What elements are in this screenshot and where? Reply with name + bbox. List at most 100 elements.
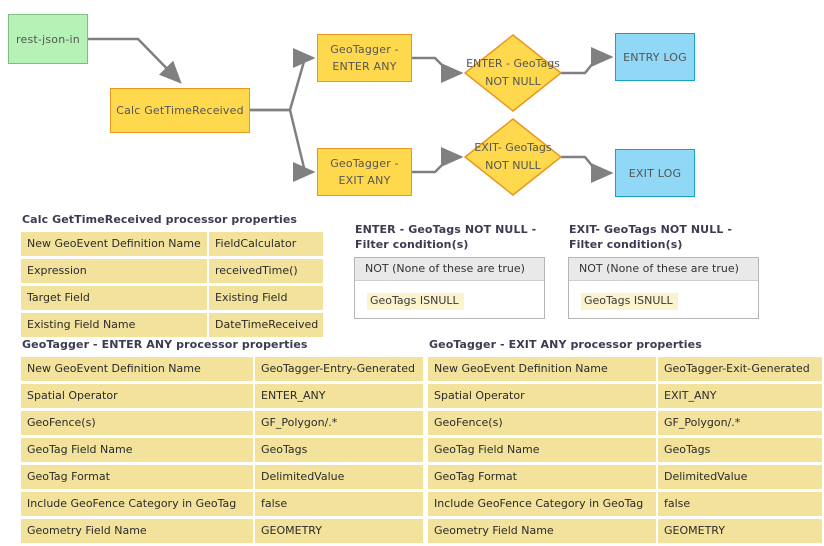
node-enter-geotags-not-null[interactable]: ENTER - GeoTags NOT NULL xyxy=(464,34,562,112)
node-calc-gettimereceived[interactable]: Calc GetTimeReceived xyxy=(110,88,250,133)
property-name-cell: Include GeoFence Category in GeoTag xyxy=(428,492,656,516)
property-value-cell: GeoTags xyxy=(255,438,423,462)
enter-filter-title: ENTER - GeoTags NOT NULL - Filter condit… xyxy=(355,222,545,252)
node-entry-log[interactable]: ENTRY LOG xyxy=(615,33,695,81)
filter-condition-chip[interactable]: GeoTags ISNULL xyxy=(581,293,678,310)
node-label: Calc GetTimeReceived xyxy=(116,104,244,117)
connector-calc-to-enter-tagger xyxy=(250,48,316,112)
node-label-line2: EXIT ANY xyxy=(338,174,391,187)
property-name-cell: New GeoEvent Definition Name xyxy=(21,357,253,381)
node-rest-json-in[interactable]: rest-json-in xyxy=(8,14,88,64)
flow-diagram: rest-json-in Calc GetTimeReceived GeoTag… xyxy=(0,0,824,210)
node-label-line1: ENTER - GeoTags xyxy=(466,57,560,70)
property-value-cell: GF_Polygon/.* xyxy=(255,411,423,435)
exit-filter-title: EXIT- GeoTags NOT NULL - Filter conditio… xyxy=(569,222,759,252)
property-name-cell: New GeoEvent Definition Name xyxy=(428,357,656,381)
connector-exit-filter-to-exit-log xyxy=(561,155,614,183)
filter-condition-chip[interactable]: GeoTags ISNULL xyxy=(367,293,464,310)
property-value-cell: ENTER_ANY xyxy=(255,384,423,408)
connector-enter-filter-to-entry-log xyxy=(561,47,614,75)
node-label-line2: NOT NULL xyxy=(485,75,541,88)
node-geotagger-enter-any[interactable]: GeoTagger - ENTER ANY xyxy=(317,34,412,82)
property-value-cell: DelimitedValue xyxy=(658,465,822,489)
node-geotagger-exit-any[interactable]: GeoTagger - EXIT ANY xyxy=(317,148,412,196)
property-value-cell: GeoTags xyxy=(658,438,822,462)
connector-exit-tagger-to-exit-filter xyxy=(412,147,464,174)
property-name-cell: Include GeoFence Category in GeoTag xyxy=(21,492,253,516)
exit-filter-title-line2: Filter condition(s) xyxy=(569,238,683,251)
exit-filter-card-header: NOT (None of these are true) xyxy=(569,258,758,281)
property-value-cell: false xyxy=(658,492,822,516)
property-value-cell: GEOMETRY xyxy=(255,519,423,543)
property-value-cell: GEOMETRY xyxy=(658,519,822,543)
connector-source-to-calc xyxy=(88,37,182,84)
property-name-cell: Expression xyxy=(21,259,207,283)
exit-filter-card: NOT (None of these are true) GeoTags ISN… xyxy=(568,257,759,319)
exit-filter-card-body: GeoTags ISNULL xyxy=(569,281,758,318)
calc-table-title: Calc GetTimeReceived processor propertie… xyxy=(22,213,298,226)
diamond-shape xyxy=(464,118,562,196)
property-value-cell: false xyxy=(255,492,423,516)
property-name-cell: Geometry Field Name xyxy=(428,519,656,543)
property-name-cell: New GeoEvent Definition Name xyxy=(21,232,207,256)
property-value-cell: GeoTagger-Exit-Generated xyxy=(658,357,822,381)
property-value-cell: DelimitedValue xyxy=(255,465,423,489)
node-label-line1: EXIT- GeoTags xyxy=(474,141,552,154)
property-value-cell: EXIT_ANY xyxy=(658,384,822,408)
property-value-cell: DateTimeReceived xyxy=(209,313,323,337)
property-value-cell: FieldCalculator xyxy=(209,232,323,256)
enter-filter-card: NOT (None of these are true) GeoTags ISN… xyxy=(354,257,545,319)
exit-table-title: GeoTagger - EXIT ANY processor propertie… xyxy=(429,338,702,351)
connector-enter-tagger-to-enter-filter xyxy=(412,56,464,83)
property-name-cell: Geometry Field Name xyxy=(21,519,253,543)
node-label: ENTRY LOG xyxy=(623,50,687,64)
property-value-cell: GF_Polygon/.* xyxy=(658,411,822,435)
node-label-line2: NOT NULL xyxy=(485,159,541,172)
property-value-cell: Existing Field xyxy=(209,286,323,310)
table-row: GeoFence(s)GF_Polygon/.* xyxy=(21,411,423,435)
connector-calc-to-exit-tagger xyxy=(250,108,316,182)
node-label-line2: ENTER ANY xyxy=(332,60,397,73)
diamond-shape xyxy=(464,34,562,112)
node-label-line1: GeoTagger - xyxy=(330,43,399,56)
node-label: EXIT LOG xyxy=(628,166,682,180)
property-value-cell: receivedTime() xyxy=(209,259,323,283)
property-name-cell: GeoFence(s) xyxy=(428,411,656,435)
flow-connectors xyxy=(88,37,614,183)
enter-filter-title-line2: Filter condition(s) xyxy=(355,238,469,251)
enter-filter-card-header: NOT (None of these are true) xyxy=(355,258,544,281)
property-name-cell: GeoTag Field Name xyxy=(428,438,656,462)
table-row: GeoFence(s)GF_Polygon/.* xyxy=(428,411,822,435)
node-label: rest-json-in xyxy=(16,32,80,46)
property-name-cell: GeoTag Format xyxy=(21,465,253,489)
property-name-cell: Spatial Operator xyxy=(428,384,656,408)
property-name-cell: GeoTag Format xyxy=(428,465,656,489)
enter-filter-card-body: GeoTags ISNULL xyxy=(355,281,544,318)
property-name-cell: Target Field xyxy=(21,286,207,310)
property-name-cell: Existing Field Name xyxy=(21,313,207,337)
property-name-cell: GeoFence(s) xyxy=(21,411,253,435)
node-exit-geotags-not-null[interactable]: EXIT- GeoTags NOT NULL xyxy=(464,118,562,196)
enter-filter-title-line1: ENTER - GeoTags NOT NULL - xyxy=(355,223,537,236)
node-exit-log[interactable]: EXIT LOG xyxy=(615,149,695,197)
node-label-line1: GeoTagger - xyxy=(330,157,399,170)
